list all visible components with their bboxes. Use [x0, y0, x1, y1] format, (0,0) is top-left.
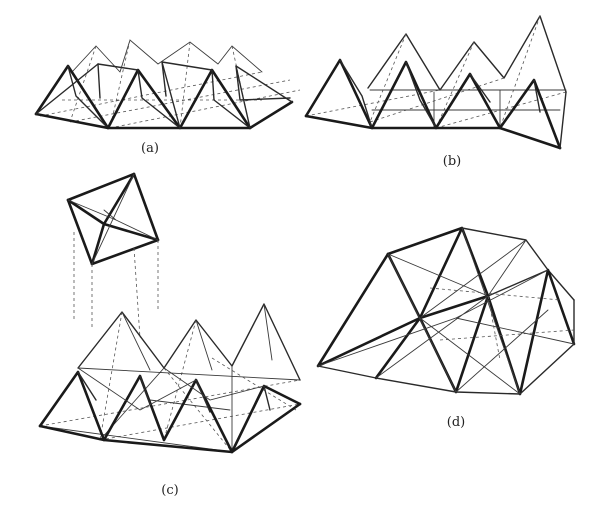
panel-a-frame: [34, 39, 301, 130]
panel-c-frame: [38, 303, 302, 454]
panel-a-label: (a): [141, 141, 159, 156]
panel-b: (b): [304, 15, 567, 169]
panel-d: (d): [316, 226, 576, 430]
panel-b-label: (b): [443, 154, 461, 169]
panel-d-label: (d): [447, 415, 465, 430]
panel-b-frame: [304, 15, 567, 150]
panel-c-label: (c): [161, 483, 178, 498]
panel-d-frame: [316, 226, 576, 396]
panel-a: (a): [34, 39, 301, 156]
panel-c: (c): [38, 172, 302, 498]
panel-c-octahedron: [66, 172, 160, 339]
